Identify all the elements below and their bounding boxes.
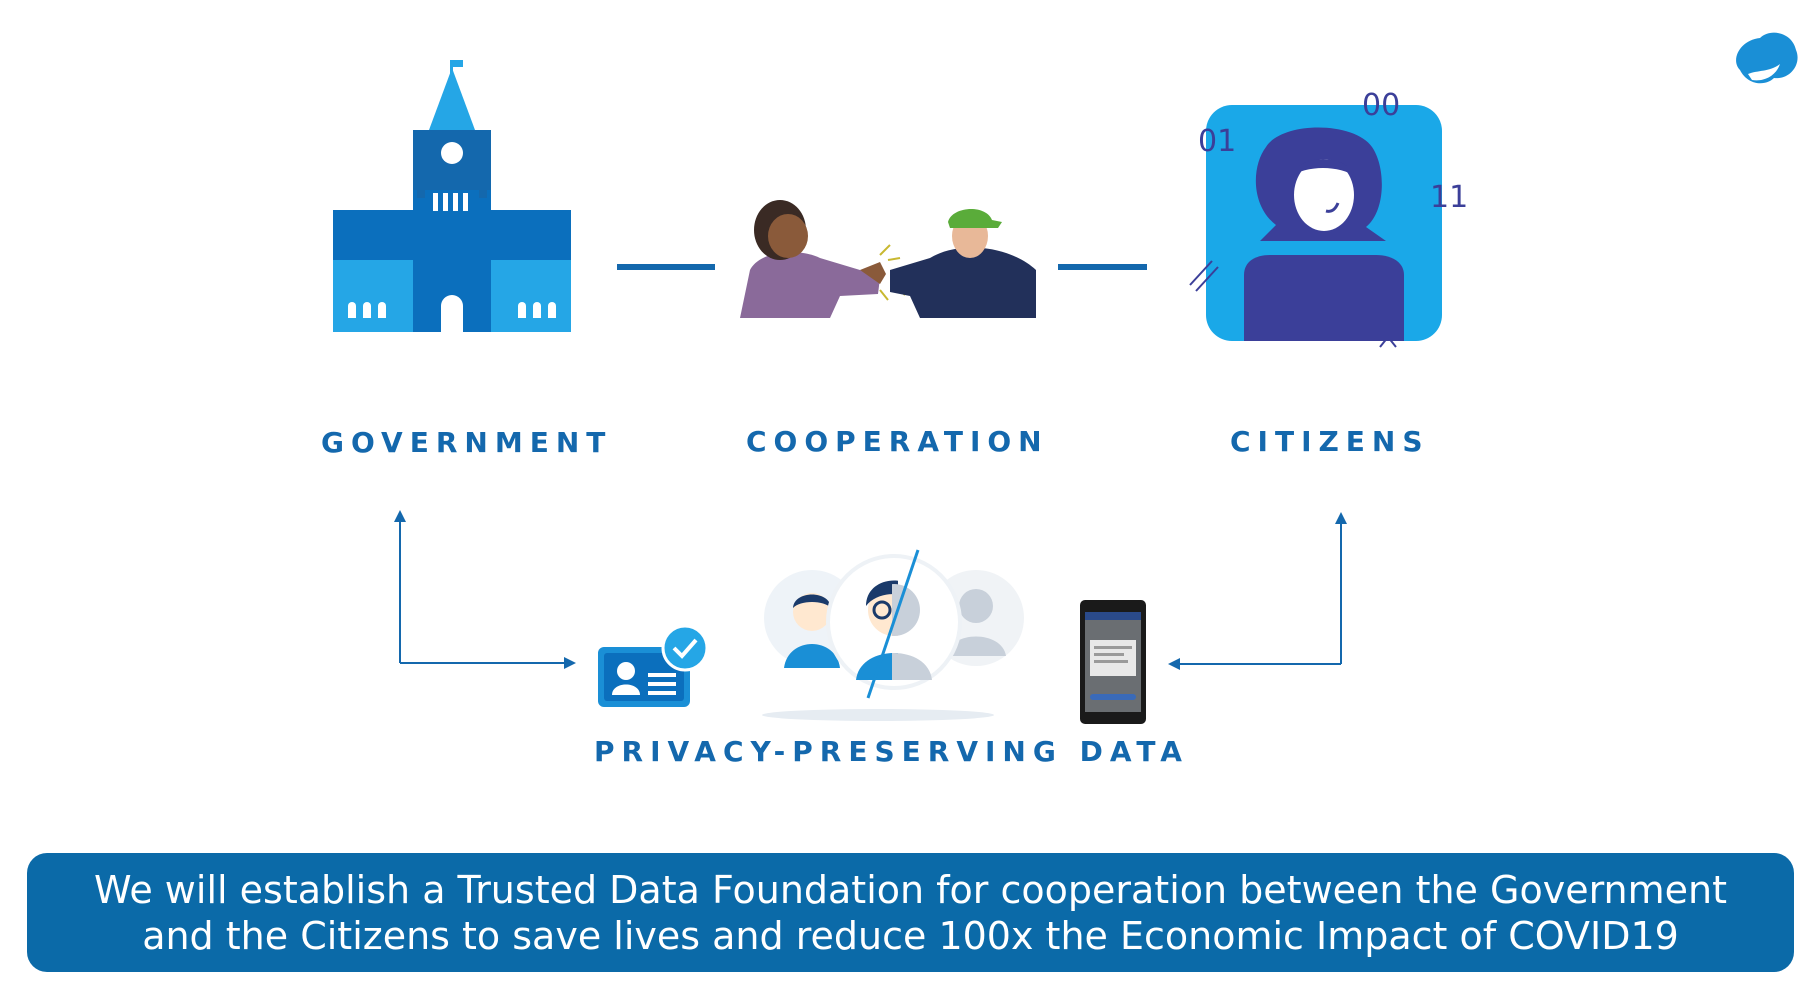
citizen-avatar-icon: 00 01 11 — [1190, 85, 1470, 355]
banner-line-1: We will establish a Trusted Data Foundat… — [94, 867, 1727, 913]
connector-line-left — [617, 264, 715, 270]
binary-digits-11: 11 — [1430, 180, 1468, 215]
privacy-preserving-data-label: PRIVACY-PRESERVING DATA — [594, 735, 1189, 768]
government-label: GOVERNMENT — [321, 426, 612, 459]
id-card-check-icon — [596, 625, 708, 711]
cooperation-elbow-bump-image — [740, 200, 1036, 318]
arrow-to-citizens — [1160, 512, 1350, 672]
arrow-to-government — [390, 510, 580, 670]
mobile-phone-icon — [1078, 598, 1148, 726]
banner-line-2: and the Citizens to save lives and reduc… — [142, 913, 1679, 959]
people-privacy-icon — [760, 550, 1030, 725]
citizens-label: CITIZENS — [1230, 425, 1430, 458]
connector-line-right — [1058, 264, 1147, 270]
cooperation-label: COOPERATION — [746, 425, 1049, 458]
mission-banner: We will establish a Trusted Data Foundat… — [27, 853, 1794, 972]
logo-icon — [1730, 30, 1800, 90]
binary-digits-01: 01 — [1198, 124, 1236, 159]
government-building-icon — [333, 60, 571, 332]
binary-digits-00: 00 — [1362, 88, 1400, 123]
